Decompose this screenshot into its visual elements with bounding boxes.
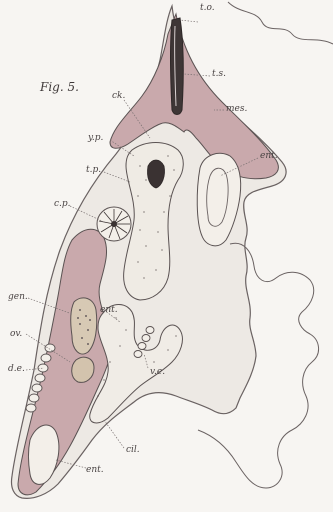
figure-title: Fig. 5. <box>40 80 79 94</box>
label-to: t.o. <box>200 4 215 13</box>
label-yp: y.p. <box>88 134 103 143</box>
ciliated-plate <box>97 207 131 241</box>
label-mes: mes. <box>226 105 247 114</box>
label-de: d.e. <box>8 365 25 374</box>
label-ov: ov. <box>10 330 22 339</box>
tentacle-sheath <box>171 18 184 115</box>
label-cil: cil. <box>126 446 140 455</box>
label-tp: t.p. <box>86 166 101 175</box>
label-ent-top: ent. <box>260 152 278 161</box>
gonad <box>71 298 97 354</box>
wavy-outline-top-right <box>228 2 333 44</box>
label-ve: v.e. <box>150 368 165 377</box>
label-ck: ck. <box>112 92 125 101</box>
label-cp: c.p. <box>54 200 71 209</box>
label-ent-bot: ent. <box>86 466 104 475</box>
label-ts: t.s. <box>212 70 226 79</box>
label-ent-mid: ent. <box>100 306 118 315</box>
label-gen: gen. <box>8 293 28 302</box>
ovary <box>72 357 94 382</box>
